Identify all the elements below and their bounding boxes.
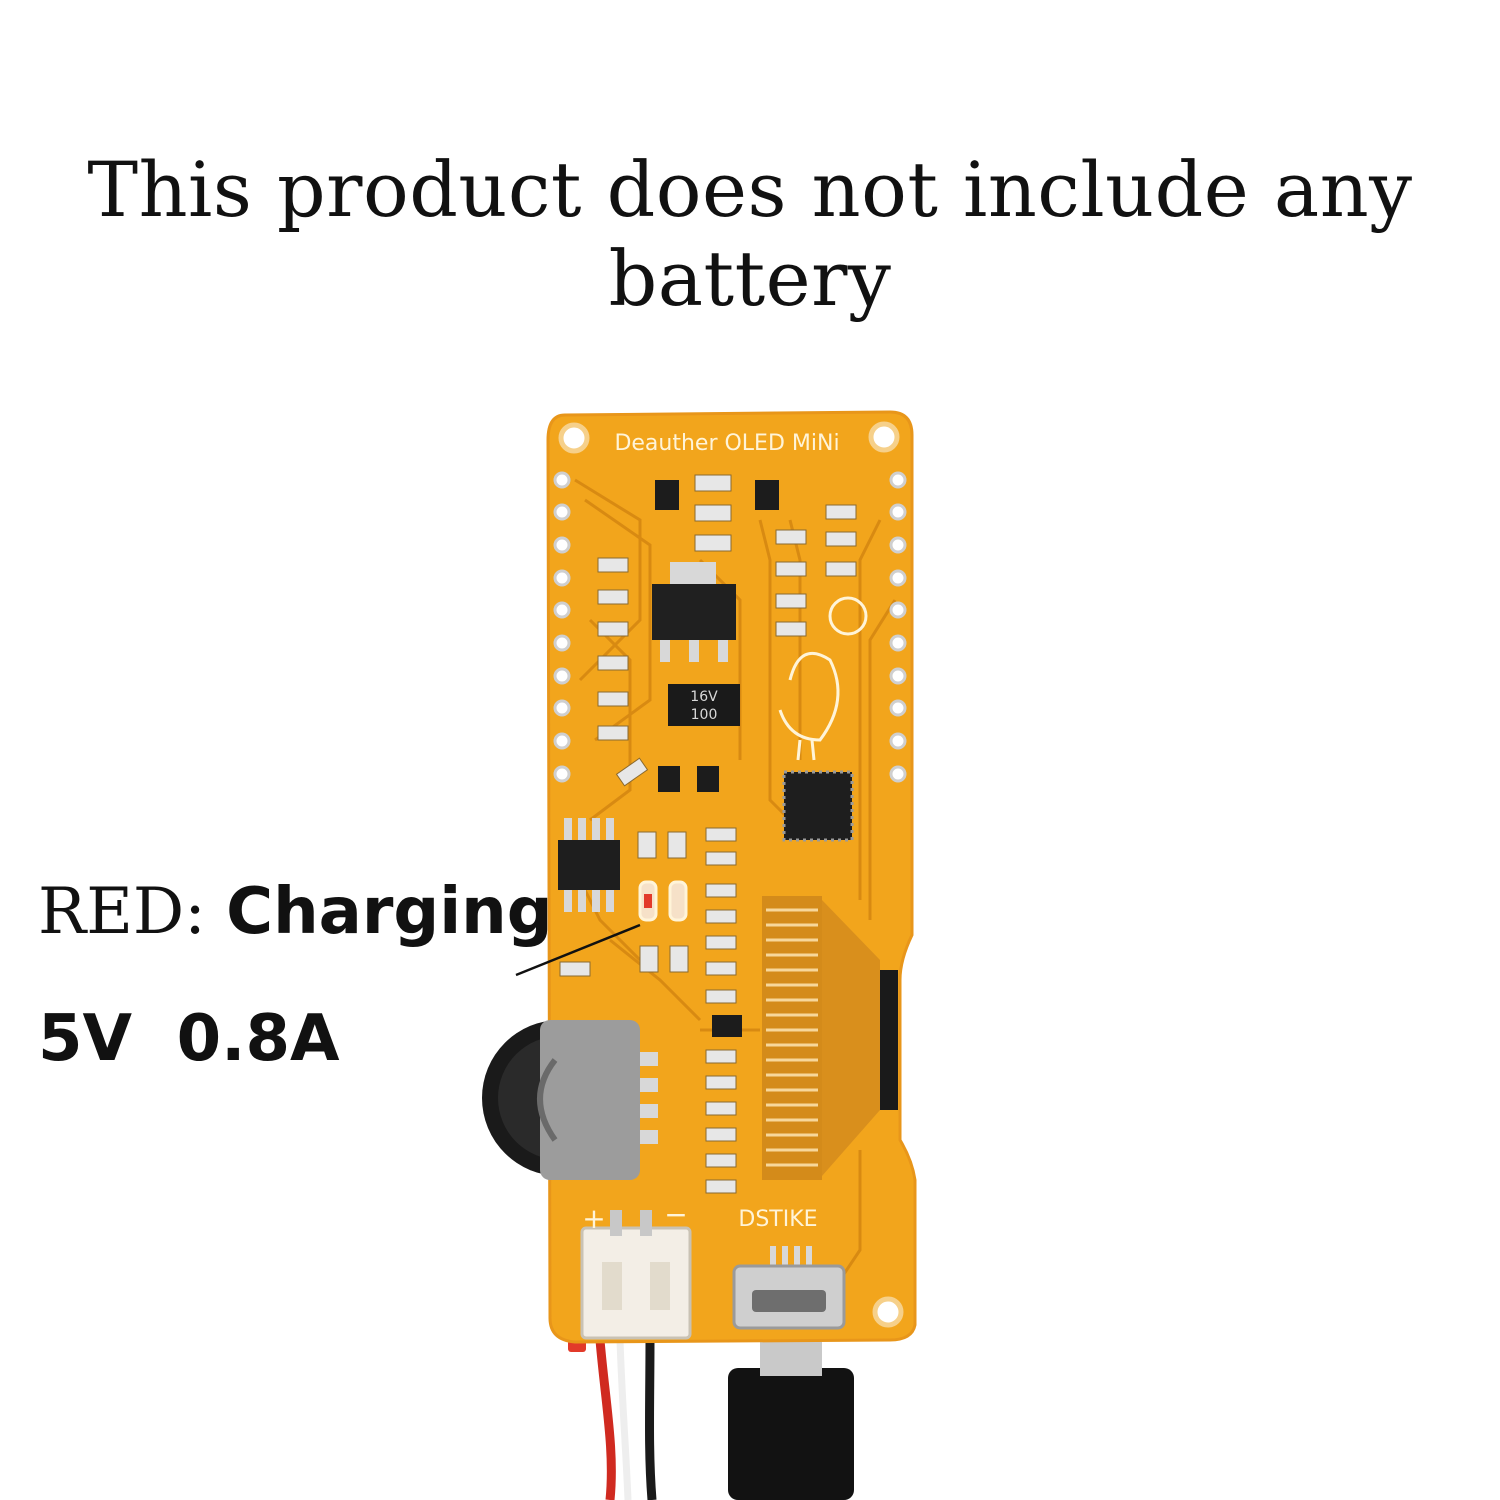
charging-ic xyxy=(558,818,620,912)
smd-components xyxy=(559,474,857,1194)
micro-usb-port xyxy=(732,1246,846,1330)
right-header-pins xyxy=(889,471,907,783)
battery-minus-mark: − xyxy=(664,1198,687,1231)
callout-pointer xyxy=(515,923,641,977)
capacitor: 16V 100 xyxy=(668,684,740,726)
charging-callout: RED: Charging xyxy=(38,875,553,949)
battery-plus-mark: + xyxy=(582,1202,605,1235)
battery-holder xyxy=(482,1020,658,1180)
voltage-regulator xyxy=(652,562,736,662)
oled-ribbon-connector xyxy=(762,896,898,1180)
battery-connector: + − xyxy=(580,1198,692,1340)
battery-wires xyxy=(568,1339,657,1500)
callout-prefix: RED: xyxy=(38,875,206,949)
battery-notice-headline: This product does not include any batter… xyxy=(87,145,1413,323)
left-header-pins xyxy=(553,471,571,783)
callout-charging-label: Charging xyxy=(226,875,553,949)
capacitor-value: 100 xyxy=(691,707,718,723)
charging-spec: 5V 0.8A xyxy=(38,1002,340,1076)
silkscreen-title: Deauther OLED MiNi xyxy=(614,431,839,456)
usb-cable xyxy=(728,1332,854,1500)
chick-mascot-icon xyxy=(778,596,868,761)
brand-silkscreen: DSTIKE xyxy=(738,1207,817,1232)
mounting-holes xyxy=(558,421,904,1328)
microcontroller-chip xyxy=(782,770,854,842)
capacitor-rating: 16V xyxy=(690,689,718,705)
charging-led xyxy=(638,880,688,922)
